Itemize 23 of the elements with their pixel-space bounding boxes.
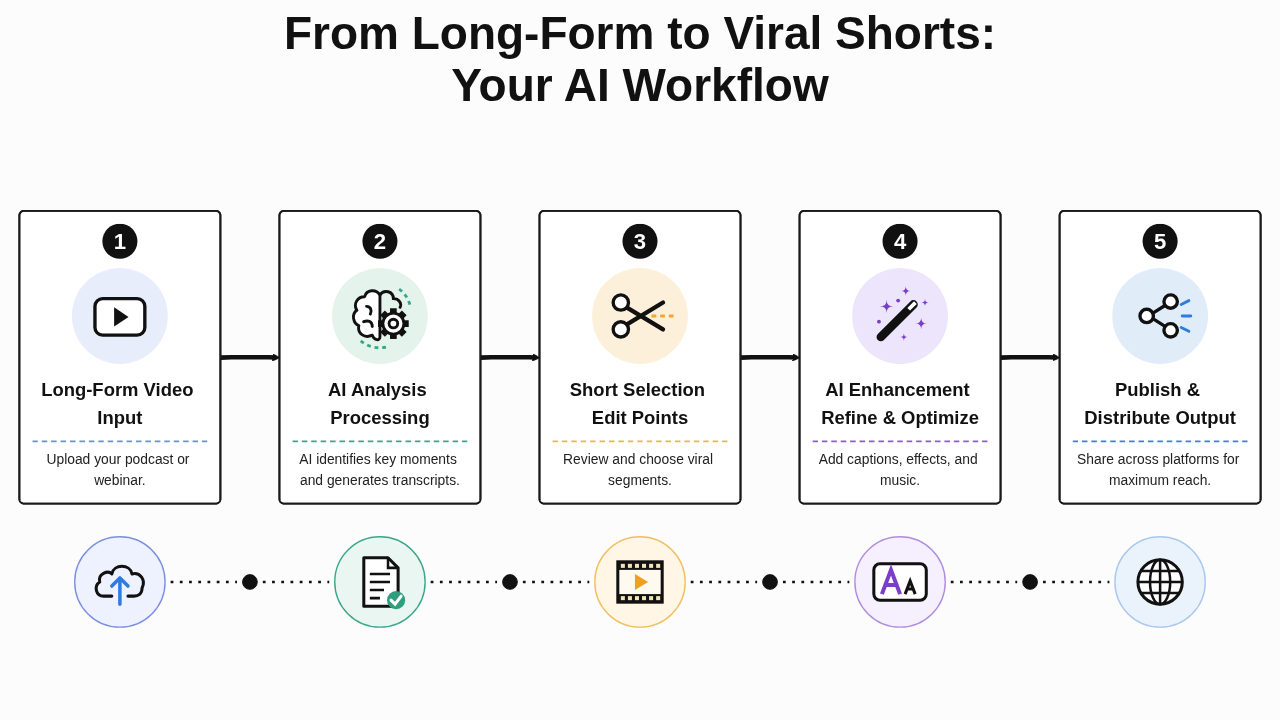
icon-circle [1114,536,1206,628]
dotted-line [170,580,237,584]
step-card: 2 AI Analysis Processing AI identifies key moments and generates transcripts. [278,209,482,505]
icon-circle [74,536,166,628]
icon-circle [594,536,686,628]
dotted-line [950,580,1018,584]
dotted-line [430,580,498,584]
dotted-line [262,580,330,584]
icon-circle [854,536,946,628]
connector-dot [242,574,258,590]
dotted-line [1043,580,1110,584]
dotted-line [522,580,590,584]
title: From Long-Form to Viral Shorts: Your AI Workflow [282,8,998,112]
connector-dot [502,574,518,590]
icon-circle [334,536,426,628]
dotted-line [690,580,758,584]
step-card: 4 AI Enhancement Refine & Optimize Add captions, effects, and music. [798,209,1002,505]
connector-dot [762,574,778,590]
step-card: 3 Short Selection Edit Points Review and choose viral segments. [538,209,742,505]
step-card: 5 Publish & Distribute Output Share across platforms for maximum reach. [1058,209,1262,505]
connector-dot [1022,574,1038,590]
dotted-line [782,580,850,584]
step-card: 1 Long-Form Video Input Upload your podcast or webinar. [18,209,222,505]
